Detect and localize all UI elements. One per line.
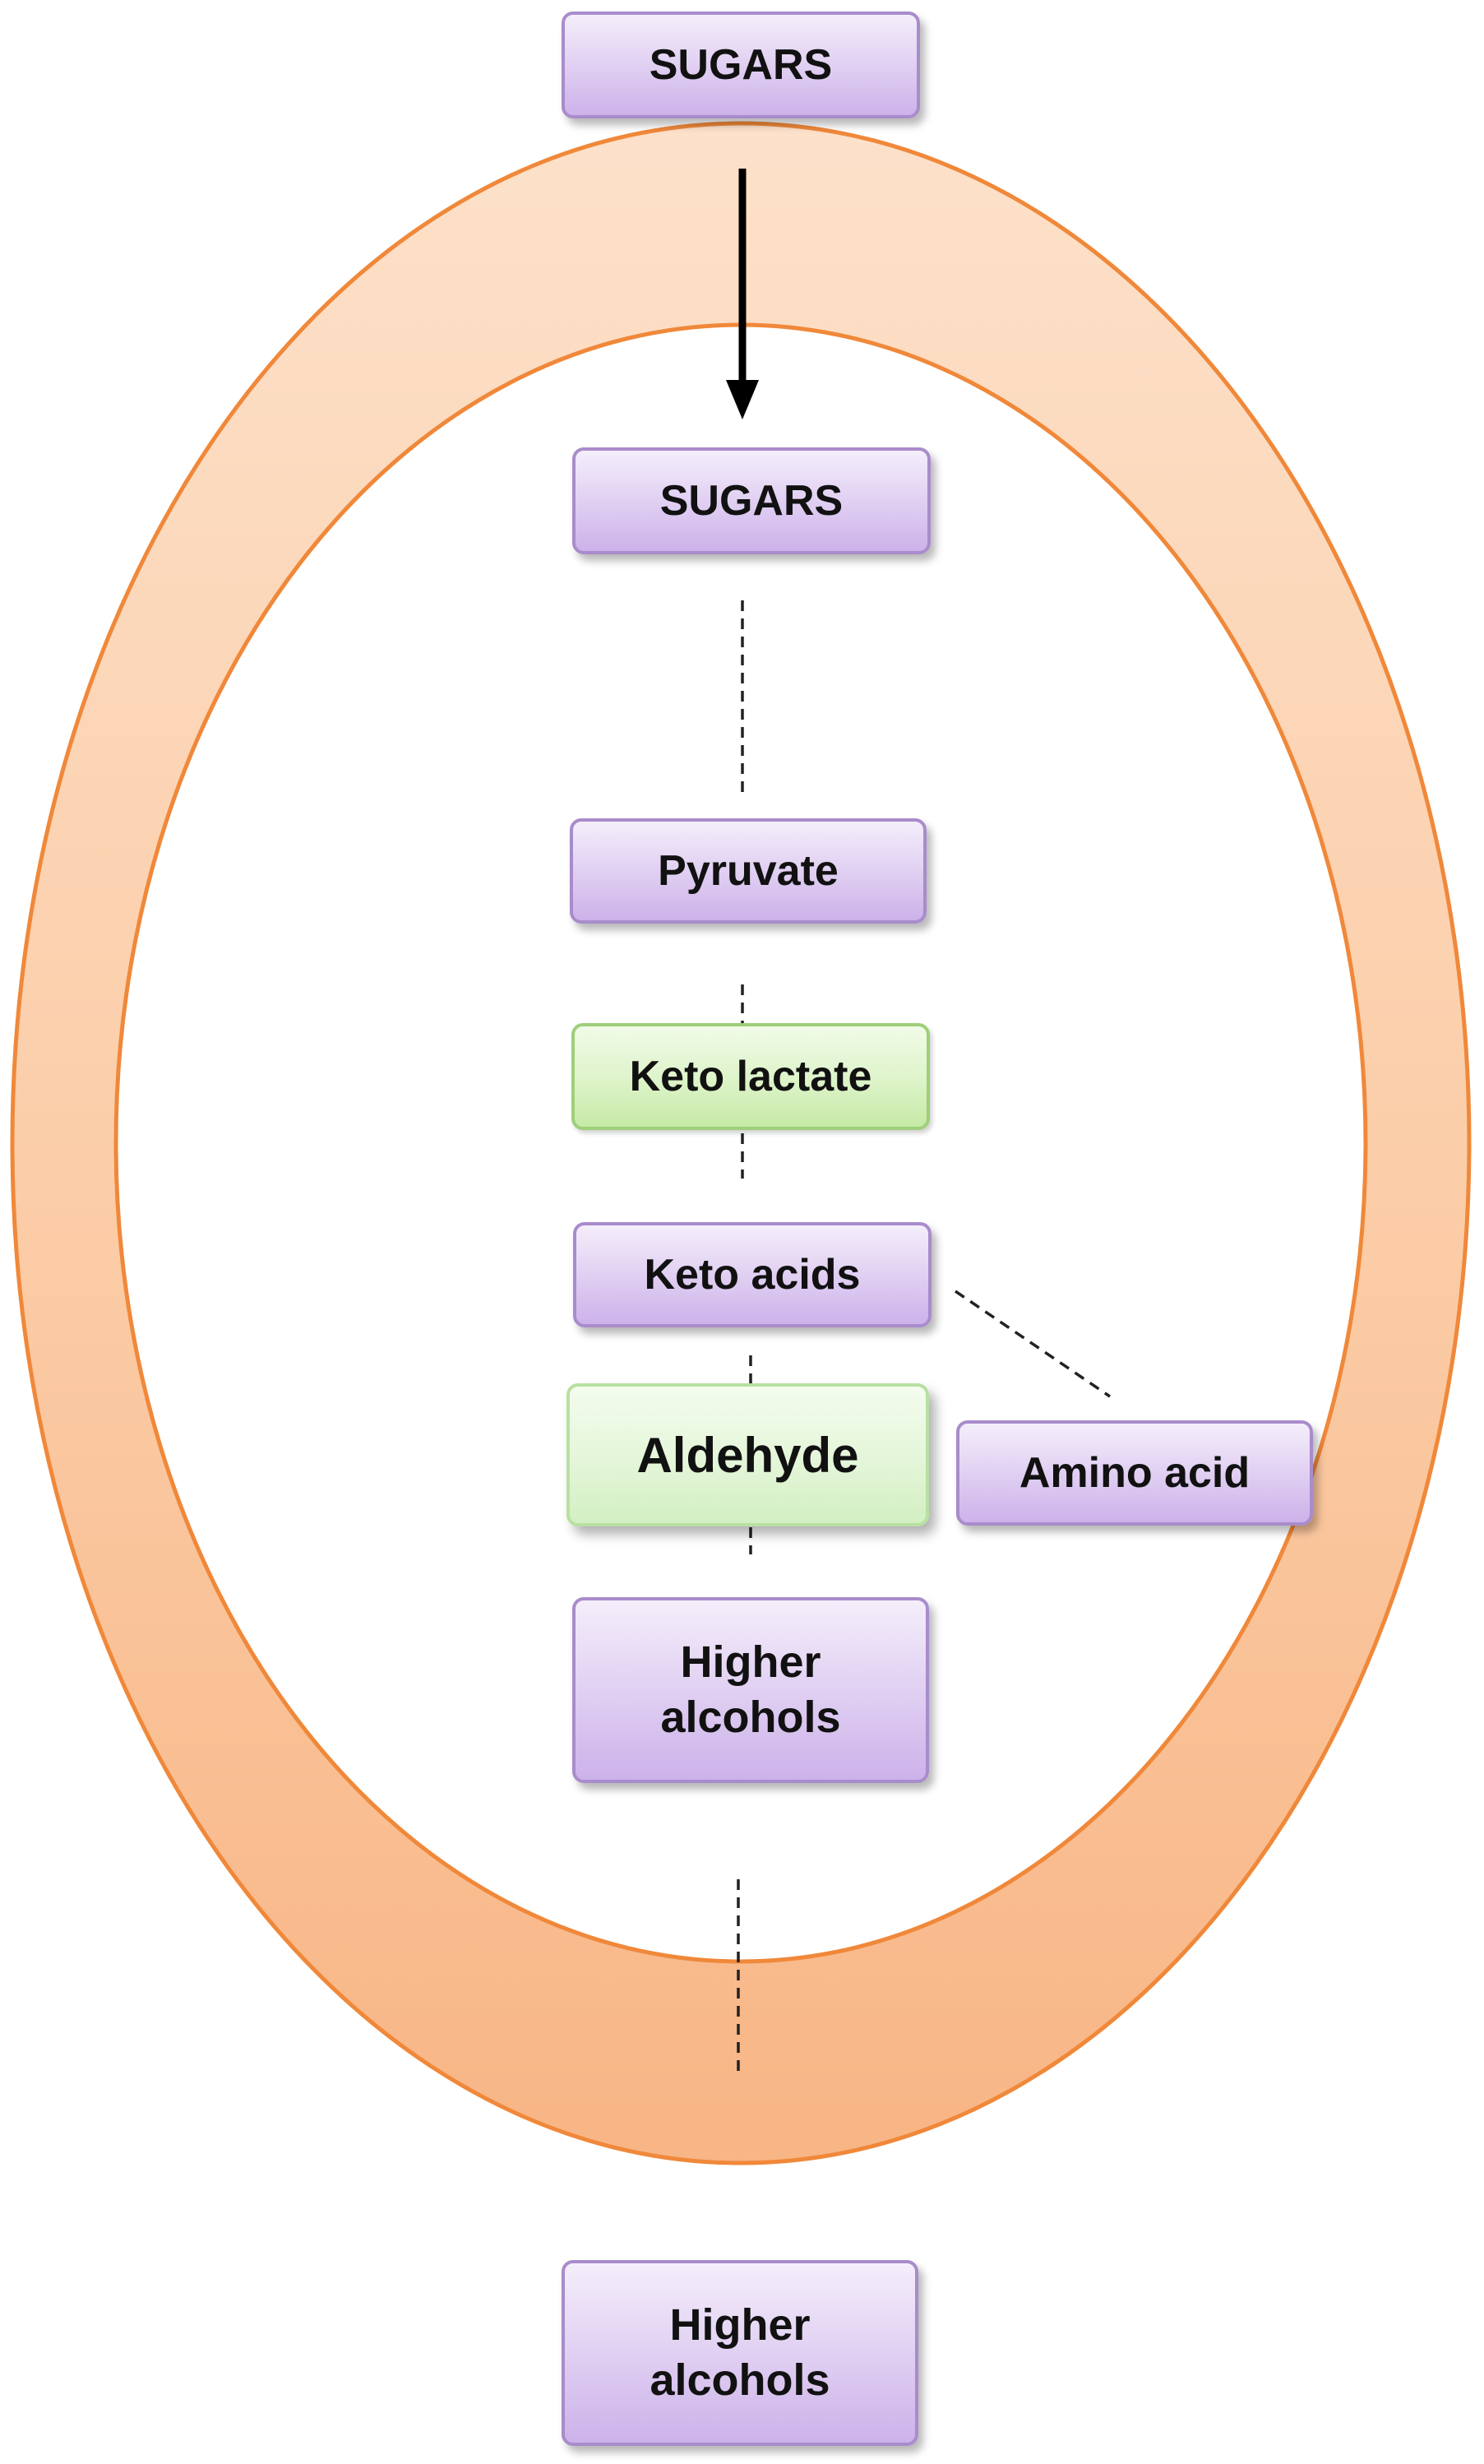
node-higher-alcohols-inside: Higher alcohols xyxy=(572,1597,929,1783)
node-amino-acid: Amino acid xyxy=(956,1420,1313,1526)
node-pyruvate: Pyruvate xyxy=(570,818,927,924)
pathway-connectors xyxy=(737,600,1111,2077)
node-aldehyde: Aldehyde xyxy=(566,1383,929,1526)
node-sugars-outside: SUGARS xyxy=(562,12,920,118)
node-keto-lactate: Keto lactate xyxy=(571,1023,930,1130)
node-sugars-inside: SUGARS xyxy=(572,447,931,554)
node-keto-acids: Keto acids xyxy=(573,1222,932,1327)
node-higher-alcohols-outside: Higher alcohols xyxy=(562,2260,918,2446)
cell-membrane xyxy=(10,121,1472,2165)
connector-keto-acids-amino-acid xyxy=(955,1290,1111,1398)
sugar-uptake-arrow xyxy=(726,169,759,419)
